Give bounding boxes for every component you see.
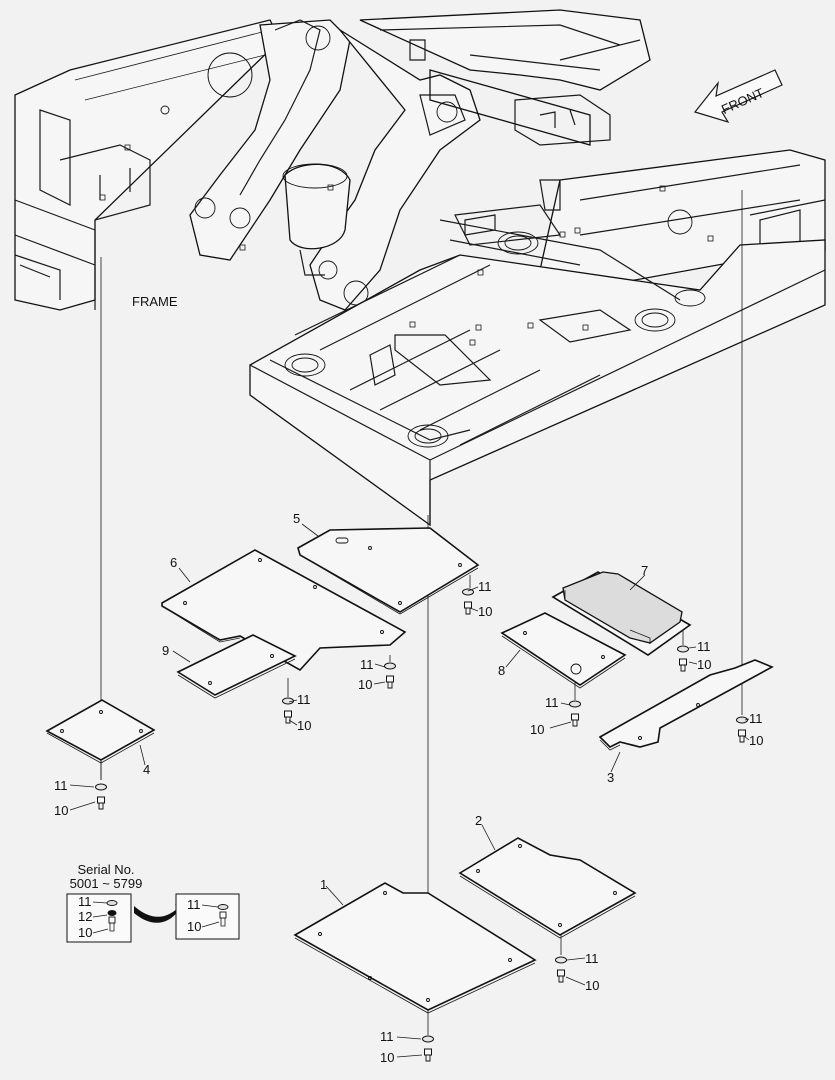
cover-plate-9	[176, 634, 297, 699]
washer-icon	[384, 662, 396, 670]
callout-10: 10	[358, 677, 372, 692]
callout-10: 10	[54, 803, 68, 818]
callout-11: 11	[585, 951, 599, 966]
frame-label: FRAME	[132, 294, 178, 309]
fasteners	[95, 588, 748, 1062]
callout-10: 10	[297, 718, 311, 733]
callout-10: 10	[697, 657, 711, 672]
callout-7: 7	[641, 563, 648, 578]
inset2-callout-10: 10	[187, 919, 201, 934]
bolt-icon	[386, 675, 394, 683]
bolt-icon	[284, 710, 292, 718]
washer-icon	[555, 956, 567, 964]
bolt-shank-icon	[98, 803, 104, 810]
cover-plate-3	[598, 659, 774, 751]
callout-9: 9	[162, 643, 169, 658]
bolt-shank-icon	[387, 682, 393, 689]
callout-5: 5	[293, 511, 300, 526]
callout-8: 8	[498, 663, 505, 678]
front-arrow-icon: FRONT	[693, 69, 783, 124]
callout-11: 11	[380, 1029, 394, 1044]
serial-title: Serial No.	[77, 862, 134, 877]
callout-11: 11	[478, 579, 492, 594]
callout-10: 10	[478, 604, 492, 619]
callout-10: 10	[380, 1050, 394, 1065]
bolt-shank-icon	[425, 1055, 431, 1062]
callout-4: 4	[143, 762, 150, 777]
cover-plate-1	[293, 882, 537, 1014]
callout-numbers: 5 6 9 4 7 8 3 2 1 11 10 11 10 11 10 11 1…	[54, 511, 763, 1065]
serial-number-inset: Serial No. 5001 ~ 5799 11 12 10 11 10	[66, 862, 240, 943]
washer-icon	[95, 783, 107, 791]
bolt-shank-icon	[739, 736, 745, 743]
callout-11: 11	[54, 778, 68, 793]
callout-11: 11	[360, 657, 374, 672]
callout-11: 11	[749, 711, 763, 726]
bolt-icon	[97, 796, 105, 804]
cover-plate-6	[161, 549, 407, 672]
bolt-shank-icon	[285, 717, 291, 724]
cover-plate-5	[297, 527, 480, 615]
cover-plate-4	[45, 699, 156, 764]
inset-callout-11: 11	[78, 894, 92, 909]
cover-plate-2	[458, 837, 637, 939]
callout-10: 10	[749, 733, 763, 748]
serial-range: 5001 ~ 5799	[70, 876, 143, 891]
callout-1: 1	[320, 877, 327, 892]
leader-lines	[69, 523, 750, 1058]
washer-icon	[569, 700, 581, 708]
bolt-shank-icon	[465, 608, 471, 615]
callout-11: 11	[545, 695, 559, 710]
replacement-arrow-icon	[134, 902, 186, 923]
washer-icon	[462, 588, 474, 596]
callout-3: 3	[607, 770, 614, 785]
cover-plate-8	[500, 612, 627, 689]
callout-6: 6	[170, 555, 177, 570]
washer-icon	[422, 1035, 434, 1043]
bolt-icon	[557, 969, 565, 977]
bolt-shank-icon	[558, 976, 564, 983]
washer-icon	[736, 716, 748, 724]
inset-callout-10: 10	[78, 925, 92, 940]
washer-icon	[677, 645, 689, 653]
callout-2: 2	[475, 813, 482, 828]
callout-10: 10	[585, 978, 599, 993]
callout-11: 11	[697, 639, 711, 654]
bolt-shank-icon	[680, 665, 686, 672]
bolt-icon	[738, 729, 746, 737]
inset2-callout-11: 11	[187, 897, 201, 912]
frame-assembly	[14, 9, 826, 527]
part-7-block	[551, 571, 692, 656]
callout-11: 11	[297, 692, 311, 707]
bolt-shank-icon	[572, 720, 578, 727]
bolt-icon	[424, 1048, 432, 1056]
inset-callout-12: 12	[78, 909, 92, 924]
bolt-icon	[464, 601, 472, 609]
callout-10: 10	[530, 722, 544, 737]
bolt-icon	[679, 658, 687, 666]
bolt-icon	[571, 713, 579, 721]
